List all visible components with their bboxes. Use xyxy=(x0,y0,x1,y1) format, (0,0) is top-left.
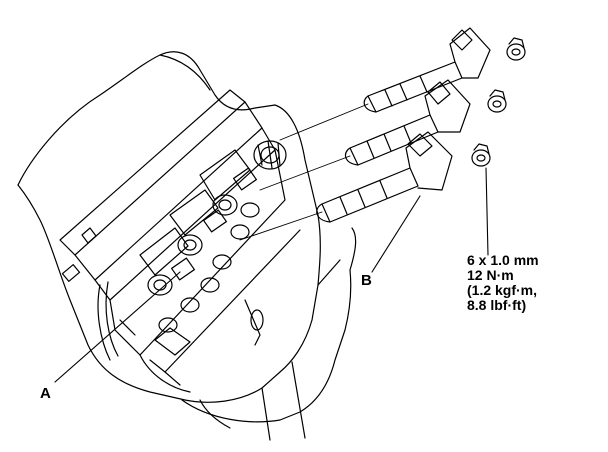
cylinder-head-outline xyxy=(17,51,357,441)
torque-spec-line: (1.2 kgf·m, xyxy=(467,282,538,298)
coil-connectors xyxy=(154,167,264,356)
leader-b xyxy=(371,195,421,273)
ignition-coil-3 xyxy=(316,131,491,223)
wiring-harness xyxy=(97,281,191,393)
torque-spec-line: 6 x 1.0 mm xyxy=(467,252,539,268)
coil-sockets xyxy=(139,140,287,296)
callout-label-a: A xyxy=(40,385,51,402)
leader-bolt xyxy=(485,167,489,256)
leader-lines xyxy=(54,167,489,383)
leader-a xyxy=(54,271,181,383)
ignition-coil-1 xyxy=(363,27,526,113)
torque-spec-line: 8.8 lbf·ft) xyxy=(467,297,527,313)
callout-label-b: B xyxy=(361,272,372,289)
alignment-lines xyxy=(239,103,369,241)
valve-cover-rail xyxy=(59,89,301,386)
torque-spec-line: 12 N·m xyxy=(467,267,514,283)
torque-spec: 6 x 1.0 mm 12 N·m (1.2 kgf·m, 8.8 lbf·ft… xyxy=(467,253,539,313)
